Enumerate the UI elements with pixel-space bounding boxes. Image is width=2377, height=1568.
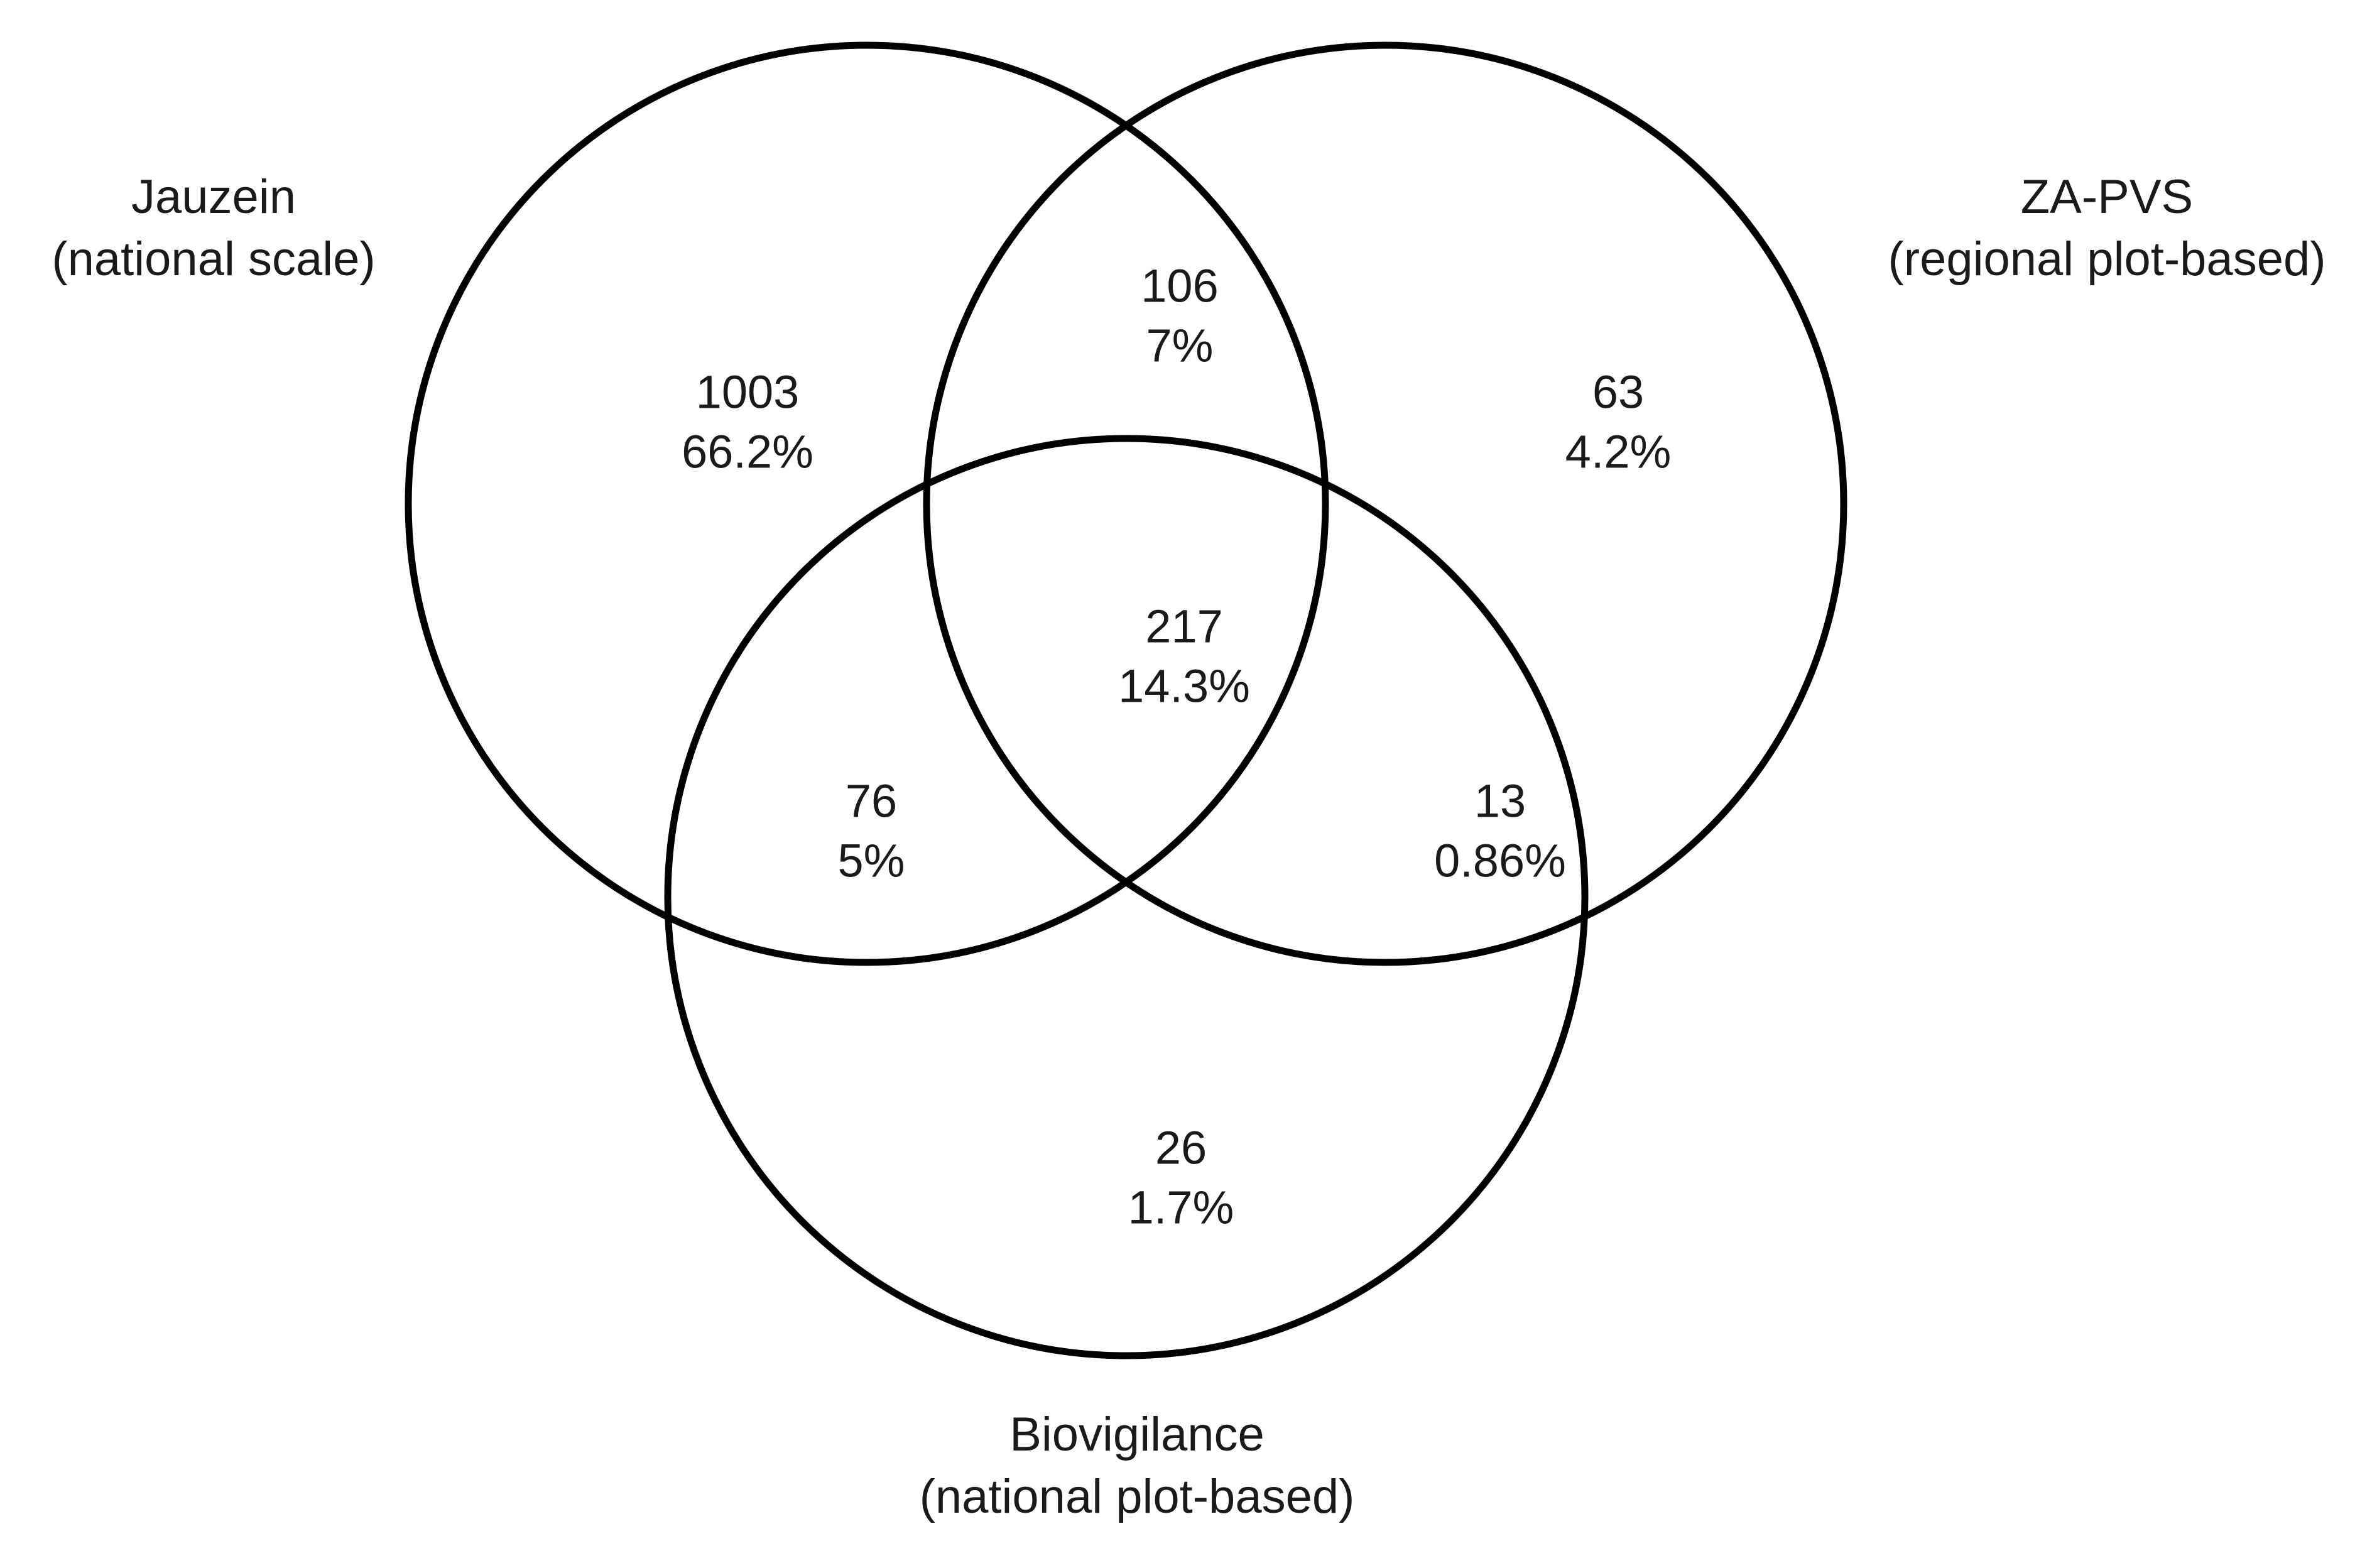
venn-region-left-only: 1003 66.2% bbox=[682, 362, 813, 481]
venn-region-right-bottom-percent: 0.86% bbox=[1434, 834, 1566, 886]
venn-region-left-only-percent: 66.2% bbox=[682, 425, 813, 477]
set-label-za-pvs-subtitle: (regional plot-based) bbox=[1888, 232, 2326, 286]
venn-circle-biovigilance bbox=[664, 435, 1589, 1359]
venn-region-left-right: 106 7% bbox=[1141, 256, 1218, 375]
venn-region-right-only-count: 63 bbox=[1592, 366, 1645, 418]
set-label-za-pvs: ZA-PVS (regional plot-based) bbox=[1843, 166, 2371, 291]
venn-region-bottom-only-count: 26 bbox=[1155, 1121, 1207, 1174]
set-label-jauzein-name: Jauzein bbox=[131, 170, 296, 224]
venn-region-right-bottom: 13 0.86% bbox=[1434, 771, 1566, 890]
set-label-jauzein: Jauzein (national scale) bbox=[44, 166, 383, 291]
venn-region-left-right-count: 106 bbox=[1141, 259, 1219, 312]
venn-region-left-right-percent: 7% bbox=[1146, 319, 1214, 371]
set-label-biovigilance-name: Biovigilance bbox=[1009, 1408, 1265, 1461]
venn-region-left-only-count: 1003 bbox=[695, 366, 800, 418]
set-label-biovigilance: Biovigilance (national plot-based) bbox=[666, 1404, 1608, 1528]
venn-region-center-percent: 14.3% bbox=[1118, 660, 1250, 712]
set-label-za-pvs-name: ZA-PVS bbox=[2020, 170, 2194, 224]
venn-region-bottom-only: 26 1.7% bbox=[1128, 1118, 1234, 1237]
venn-circle-jauzein bbox=[405, 41, 1329, 966]
venn-region-bottom-only-percent: 1.7% bbox=[1128, 1181, 1234, 1233]
set-label-jauzein-subtitle: (national scale) bbox=[52, 232, 376, 286]
venn-region-center-count: 217 bbox=[1145, 600, 1223, 653]
venn-region-center: 217 14.3% bbox=[1118, 597, 1250, 716]
venn-region-right-only: 63 4.2% bbox=[1565, 362, 1672, 481]
venn-region-left-bottom-count: 76 bbox=[845, 775, 898, 827]
venn-region-left-bottom-percent: 5% bbox=[837, 834, 905, 886]
venn-region-right-bottom-count: 13 bbox=[1474, 775, 1526, 827]
venn-region-right-only-percent: 4.2% bbox=[1565, 425, 1672, 477]
set-label-biovigilance-subtitle: (national plot-based) bbox=[919, 1469, 1355, 1523]
venn-region-left-bottom: 76 5% bbox=[838, 771, 905, 890]
venn-circle-za-pvs bbox=[923, 41, 1847, 966]
